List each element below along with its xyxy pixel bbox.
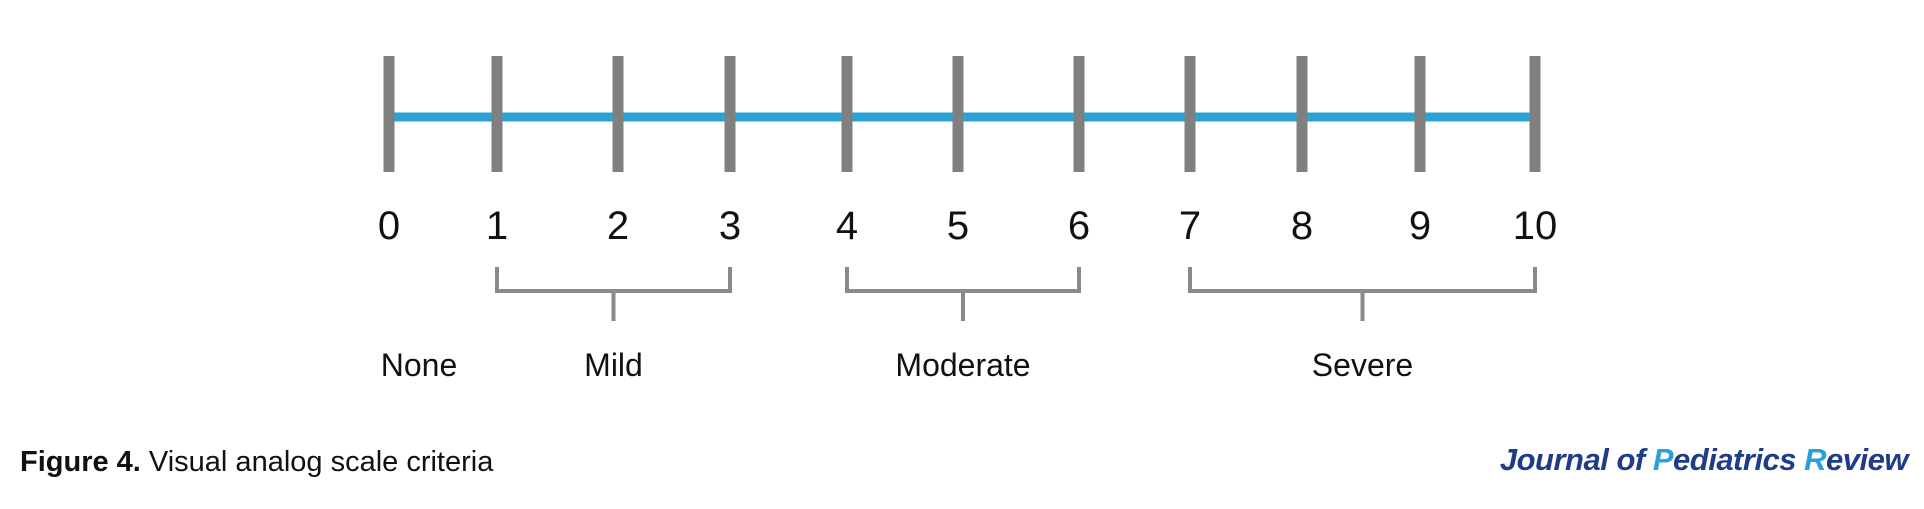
figure-caption-text: Visual analog scale criteria	[140, 446, 494, 478]
journal-logo-r: R	[1804, 442, 1827, 477]
category-brackets	[495, 267, 1537, 321]
figure-caption: Figure 4. Visual analog scale criteria	[20, 446, 493, 479]
scale-tick-labels: 0 1 2 3 4 5 6 7 8 9 10	[378, 204, 1557, 248]
visual-analog-scale: 0 1 2 3 4 5 6 7 8 9 10 None Mild Moderate Severe	[378, 56, 1557, 383]
category-bracket	[845, 267, 1081, 321]
journal-logo-pediatrics: ediatrics	[1673, 442, 1805, 477]
figure-caption-label: Figure 4.	[20, 446, 141, 478]
journal-logo-journal-of: ournal of	[1516, 442, 1653, 477]
category-label: Moderate	[895, 347, 1030, 383]
journal-logo-j: J	[1499, 442, 1517, 477]
scale-ticks	[383, 56, 1541, 172]
category-label: Mild	[584, 347, 643, 383]
scale-tick-label: 2	[607, 204, 629, 248]
scale-tick-label: 6	[1068, 204, 1090, 248]
scale-tick-label: 7	[1179, 204, 1201, 248]
scale-tick-label: 0	[378, 204, 400, 248]
scale-tick-label: 1	[486, 204, 508, 248]
scale-tick-label: 9	[1409, 204, 1431, 248]
scale-tick-label: 5	[947, 204, 969, 248]
category-bracket	[1188, 267, 1537, 321]
journal-logo-p: P	[1652, 442, 1674, 477]
category-labels: None Mild Moderate Severe	[381, 347, 1413, 383]
scale-tick-label: 3	[719, 204, 741, 248]
scale-tick-label: 10	[1513, 204, 1558, 248]
journal-logo-review: eview	[1826, 442, 1908, 477]
category-label: None	[381, 347, 458, 383]
scale-tick-label: 8	[1291, 204, 1313, 248]
journal-logo: Journal of Pediatrics Review	[1499, 442, 1909, 478]
category-label: Severe	[1312, 347, 1413, 383]
category-bracket	[495, 267, 732, 321]
scale-tick-label: 4	[836, 204, 858, 248]
